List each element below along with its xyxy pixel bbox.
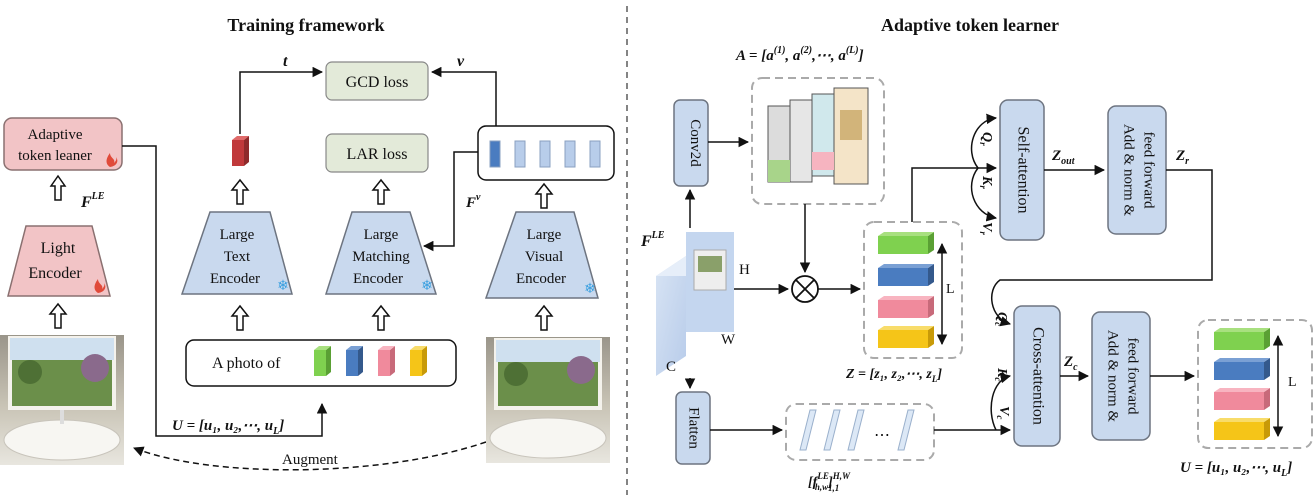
- text-feature-token: [232, 136, 249, 166]
- svg-text:Add & norm &: Add & norm &: [1105, 330, 1121, 422]
- u-tokens-box: [1197, 319, 1313, 449]
- connector-arrows: [122, 66, 497, 471]
- l-label-u: L: [1288, 375, 1297, 390]
- bathroom-photo-left: [0, 335, 124, 465]
- augment-label: Augment: [282, 452, 339, 468]
- svg-text:Large: Large: [220, 227, 255, 243]
- w-label: W: [721, 332, 736, 348]
- z-token-pink: [878, 296, 934, 318]
- hollow-arrows: [230, 178, 554, 331]
- prompt-box: A photo of: [185, 339, 457, 387]
- zr-label: Zr: [1175, 148, 1189, 167]
- svg-text:Light: Light: [41, 240, 76, 257]
- adaptive-token-leaner-box: Adaptive token leaner: [3, 117, 123, 171]
- cross-attention-box: Cross-attention: [1013, 305, 1061, 447]
- svg-text:Encoder: Encoder: [210, 271, 260, 287]
- svg-text:Cross-attention: Cross-attention: [1029, 327, 1046, 425]
- conv2d-box: Conv2d: [673, 99, 709, 187]
- svg-text:Self-attention: Self-attention: [1014, 126, 1031, 213]
- lar-loss-box: LAR loss: [325, 133, 429, 173]
- bathroom-photo-right: [486, 337, 610, 463]
- svg-text:Encoder: Encoder: [28, 265, 82, 282]
- v-label: v: [457, 53, 465, 70]
- svg-text:A photo of: A photo of: [212, 355, 281, 372]
- svg-text:feed forward: feed forward: [1125, 337, 1141, 415]
- vr-label: Vr: [978, 222, 994, 235]
- flame-icon: [94, 279, 106, 293]
- u-token-pink: [1214, 388, 1270, 410]
- visual-tokens-box: [477, 125, 615, 181]
- svg-text:Conv2d: Conv2d: [687, 119, 703, 167]
- svg-text:Matching: Matching: [352, 249, 410, 265]
- u-token-blue: [1214, 358, 1270, 380]
- snowflake-icon: ❄: [584, 282, 596, 297]
- c-label: C: [666, 359, 676, 375]
- svg-text:Large: Large: [527, 227, 562, 243]
- svg-text:GCD loss: GCD loss: [346, 74, 409, 91]
- training-framework-title: Training framework: [227, 15, 384, 35]
- hollow-arrow-up: [49, 174, 67, 201]
- svg-text:Encoder: Encoder: [353, 271, 403, 287]
- svg-text:Visual: Visual: [525, 249, 563, 265]
- kc-label: Kc: [993, 367, 1009, 381]
- fv-label: Fv: [465, 192, 481, 211]
- fle-label-left: FLE: [80, 191, 105, 211]
- prompt-token-green: [314, 346, 331, 376]
- flattened-tokens-box: ⋯: [785, 403, 935, 461]
- u-token-green: [1214, 328, 1270, 350]
- add-norm-box-2: Add & norm & feed forward: [1091, 311, 1151, 441]
- z-token-blue: [878, 264, 934, 286]
- large-text-encoder: Large Text Encoder ❄: [180, 211, 293, 295]
- svg-text:⋯: ⋯: [874, 427, 890, 444]
- attention-maps-group: [751, 77, 885, 205]
- svg-text:Text: Text: [224, 249, 251, 265]
- flame-icon: [106, 153, 118, 167]
- qc-label: Qc: [993, 312, 1009, 326]
- prompt-token-blue: [346, 346, 363, 376]
- u-token-yellow: [1214, 418, 1270, 440]
- svg-text:Adaptive: Adaptive: [28, 127, 83, 143]
- zc-label: Zc: [1063, 354, 1078, 373]
- svg-text:LAR loss: LAR loss: [347, 146, 408, 163]
- fle-label-right: FLE: [640, 230, 665, 250]
- qr-label: Qr: [978, 132, 994, 146]
- large-visual-encoder: Large Visual Encoder ❄: [484, 211, 599, 299]
- svg-text:token leaner: token leaner: [18, 148, 92, 164]
- svg-text:feed forward: feed forward: [1141, 131, 1157, 209]
- vc-label: Vc: [995, 406, 1011, 419]
- a-equation: A = [a(1), a(2),⋯, a(L)]: [735, 45, 864, 64]
- prompt-token-yellow: [410, 346, 427, 376]
- svg-text:Flatten: Flatten: [686, 407, 702, 449]
- svg-text:Add & norm &: Add & norm &: [1121, 124, 1137, 216]
- gcd-loss-box: GCD loss: [325, 61, 429, 101]
- multiply-operator: [791, 275, 819, 303]
- right-connector-arrows: [684, 113, 1284, 438]
- z-tokens-box: [863, 221, 963, 359]
- z-token-green: [878, 232, 934, 254]
- z-equation: Z = [z₁, z₂,⋯, zL]: [845, 367, 942, 384]
- light-encoder: Light Encoder: [7, 225, 111, 297]
- snowflake-icon: ❄: [421, 279, 433, 294]
- self-attention-box: Self-attention: [999, 99, 1045, 241]
- u-equation-left: U = [u₁, u₂,⋯, uL]: [172, 418, 284, 437]
- t-label: t: [283, 53, 288, 70]
- add-norm-box-1: Add & norm & feed forward: [1107, 105, 1167, 235]
- large-matching-encoder: Large Matching Encoder ❄: [324, 211, 438, 295]
- l-label-z: L: [946, 282, 955, 297]
- snowflake-icon: ❄: [277, 279, 289, 294]
- zout-label: Zout: [1051, 148, 1076, 167]
- z-token-yellow: [878, 326, 934, 348]
- svg-text:Large: Large: [364, 227, 399, 243]
- h-label: H: [739, 262, 750, 278]
- prompt-token-pink: [378, 346, 395, 376]
- adaptive-token-learner-title: Adaptive token learner: [881, 15, 1059, 35]
- feature-tensor: [656, 232, 734, 376]
- u-equation-right: U = [u₁, u₂,⋯, uL]: [1180, 460, 1292, 479]
- flatten-box: Flatten: [675, 391, 711, 465]
- kr-label: Kr: [978, 175, 994, 189]
- svg-text:Encoder: Encoder: [516, 271, 566, 287]
- hollow-arrow-up: [48, 302, 68, 329]
